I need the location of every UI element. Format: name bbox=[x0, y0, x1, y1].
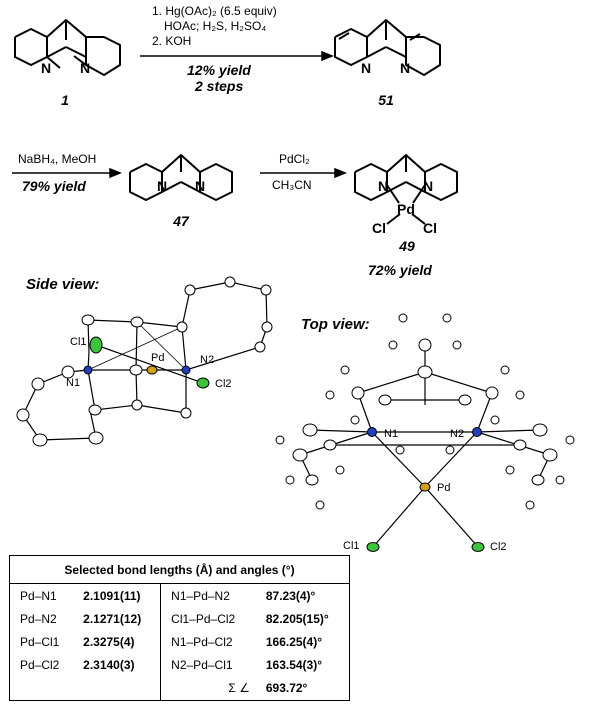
compound-51-n-left: N bbox=[361, 60, 372, 76]
angle-value: 82.205(15)° bbox=[265, 612, 329, 627]
bond-name: Pd–Cl2 bbox=[20, 658, 60, 673]
compound-51-structure bbox=[334, 19, 441, 76]
bond-name: Pd–N1 bbox=[20, 588, 57, 603]
bond-length bbox=[73, 676, 162, 701]
angle-name: N1–Pd–Cl2 bbox=[171, 635, 233, 650]
angle-sum-label: Σ ∠ bbox=[228, 681, 250, 696]
side-atom-cl2: Cl2 bbox=[215, 378, 232, 390]
row2-reagent-2: PdCl₂ bbox=[279, 152, 310, 166]
top-atom-cl2: Cl2 bbox=[490, 541, 507, 553]
angle-value: 163.54(3)° bbox=[265, 658, 323, 673]
row2-yield-1: 79% yield bbox=[22, 178, 86, 194]
reaction-arrow-1 bbox=[140, 50, 335, 62]
bond-length: 2.3275(4) bbox=[73, 630, 162, 654]
bond-table: Selected bond lengths (Å) and angles (°)… bbox=[9, 555, 350, 701]
row2-reagent-1: NaBH₄, MeOH bbox=[18, 152, 97, 166]
compound-label-1: 1 bbox=[61, 92, 69, 108]
bond-length: 2.1271(12) bbox=[73, 607, 162, 631]
compound-label-47: 47 bbox=[173, 213, 189, 229]
compound-1-structure bbox=[14, 19, 121, 76]
bond-name: Pd–N2 bbox=[20, 612, 57, 627]
row1-condition-3: 2. KOH bbox=[152, 34, 192, 48]
bond-length: 2.1091(11) bbox=[73, 583, 162, 608]
compound-47-n-left: N bbox=[157, 178, 168, 194]
compound-51-n-right: N bbox=[400, 60, 411, 76]
angle-value: 166.25(4)° bbox=[265, 635, 323, 650]
compound-49-cl-right: Cl bbox=[423, 220, 437, 236]
top-atom-n2: N2 bbox=[450, 428, 465, 440]
compound-49-structure bbox=[354, 154, 458, 225]
angle-name: N2–Pd–Cl1 bbox=[171, 658, 233, 673]
compound-49-n-right: N bbox=[423, 178, 434, 194]
bond-length: 2.3140(3) bbox=[73, 653, 162, 677]
row1-condition-2: HOAc; H₂S, H₂SO₄ bbox=[164, 19, 267, 33]
compound-label-49: 49 bbox=[399, 238, 415, 254]
top-atom-pd: Pd bbox=[437, 482, 451, 494]
side-atom-cl1: Cl1 bbox=[70, 336, 87, 348]
compound-1-n-left: N bbox=[41, 60, 52, 76]
reaction-arrow-2 bbox=[12, 167, 123, 179]
compound-49-pd: Pd bbox=[397, 201, 415, 217]
row1-condition-1: 1. Hg(OAc)₂ (6.5 equiv) bbox=[152, 4, 277, 18]
top-view-atoms bbox=[292, 338, 558, 552]
compound-49-n-left: N bbox=[378, 178, 389, 194]
compound-49-cl-left: Cl bbox=[372, 220, 386, 236]
table-row: Pd–N1 2.1091(11) N1–Pd–N2 87.23(4)° bbox=[10, 583, 350, 608]
top-atom-cl1: Cl1 bbox=[343, 540, 360, 552]
row1-steps: 2 steps bbox=[195, 78, 244, 94]
angle-name: N1–Pd–N2 bbox=[171, 588, 230, 603]
side-view-atoms bbox=[16, 276, 273, 447]
top-atom-n1: N1 bbox=[384, 428, 399, 440]
angle-name: Cl1–Pd–Cl2 bbox=[171, 612, 236, 627]
reaction-arrow-3 bbox=[260, 167, 348, 179]
table-row: Pd–Cl1 2.3275(4) N1–Pd–Cl2 166.25(4)° bbox=[10, 630, 350, 654]
bond-table-title: Selected bond lengths (Å) and angles (°) bbox=[9, 555, 350, 585]
table-row: Pd–Cl2 2.3140(3) N2–Pd–Cl1 163.54(3)° bbox=[10, 653, 350, 677]
compound-47-structure bbox=[129, 154, 233, 201]
side-atom-n1: N1 bbox=[66, 377, 81, 389]
bond-name: Pd–Cl1 bbox=[20, 635, 60, 650]
row2-solvent: CH₃CN bbox=[272, 178, 312, 192]
table-row: Pd–N2 2.1271(12) Cl1–Pd–Cl2 82.205(15)° bbox=[10, 607, 350, 631]
side-atom-n2: N2 bbox=[200, 354, 215, 366]
top-view-hydrogens bbox=[275, 313, 575, 510]
side-atom-pd: Pd bbox=[151, 352, 165, 364]
side-view-structure bbox=[22, 281, 268, 441]
bond-name bbox=[10, 677, 74, 701]
side-view-label: Side view: bbox=[26, 276, 100, 293]
compound-1-n-right: N bbox=[80, 60, 91, 76]
row2-yield-2: 72% yield bbox=[368, 262, 432, 278]
angle-value: 87.23(4)° bbox=[265, 588, 316, 603]
table-row: Σ ∠ 693.72° bbox=[10, 676, 350, 701]
row1-yield: 12% yield bbox=[187, 62, 251, 78]
top-view-label: Top view: bbox=[301, 316, 370, 333]
compound-label-51: 51 bbox=[378, 92, 394, 108]
compound-47-n-right: N bbox=[195, 178, 206, 194]
angle-sum-value: 693.72° bbox=[265, 681, 308, 696]
